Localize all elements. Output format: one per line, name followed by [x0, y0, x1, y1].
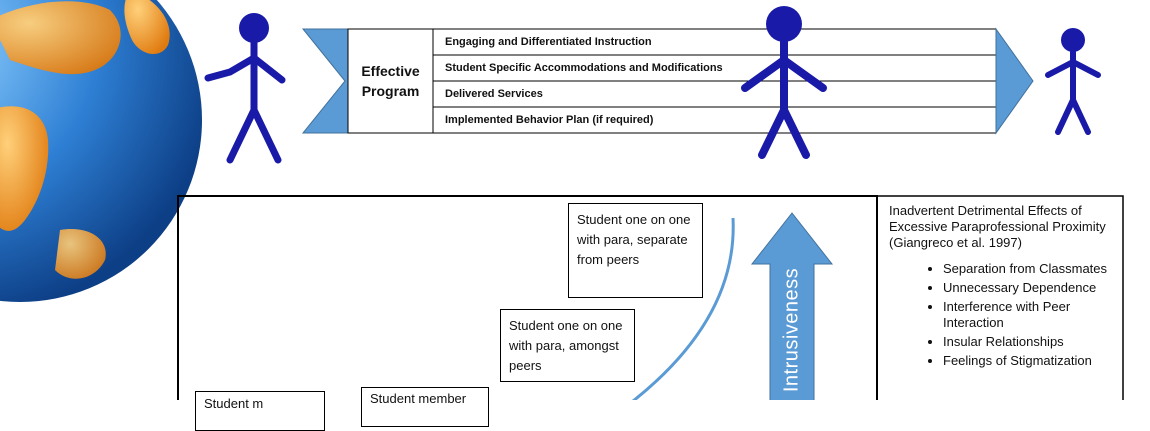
effects-frame	[876, 195, 1124, 400]
program-output-arrow	[995, 27, 1034, 135]
intrusiveness-arrow-icon	[750, 212, 834, 400]
intrusiveness-curve	[631, 217, 735, 400]
level-box-member-left: Student m	[195, 391, 325, 431]
program-row: Engaging and Differentiated Instruction	[445, 36, 652, 48]
effects-item: Interference with Peer Interaction	[943, 299, 1119, 331]
person-left-icon	[204, 13, 286, 164]
program-label: Effective Program	[361, 63, 420, 99]
person-right-icon	[1045, 28, 1101, 135]
effects-item: Insular Relationships	[943, 334, 1119, 350]
program-diagram	[301, 27, 1034, 135]
person-middle-icon	[741, 6, 827, 159]
level-box-member: Student member	[361, 387, 489, 427]
effects-title: Inadvertent Detrimental Effects of Exces…	[889, 203, 1106, 250]
program-row: Delivered Services	[445, 88, 543, 100]
effects-item: Feelings of Stigmatization	[943, 353, 1119, 369]
intrusiveness-diagram	[177, 195, 1124, 400]
program-row: Implemented Behavior Plan (if required)	[445, 114, 654, 126]
effects-item: Separation from Classmates	[943, 261, 1119, 277]
level-box-amongst: Student one on one with para, amongst pe…	[500, 309, 635, 382]
program-row: Student Specific Accommodations and Modi…	[445, 62, 723, 74]
effects-item: Unnecessary Dependence	[943, 280, 1119, 296]
intrusiveness-label: Intrusiveness	[780, 267, 803, 393]
program-row-list: Engaging and Differentiated Instruction …	[433, 29, 996, 133]
globe-illustration	[0, 0, 202, 302]
effects-panel: Inadvertent Detrimental Effects of Exces…	[889, 203, 1119, 372]
effects-list: Separation from Classmates Unnecessary D…	[889, 261, 1119, 369]
program-entry-chevron	[301, 28, 349, 134]
stick-figures	[204, 6, 1101, 164]
level-box-separate: Student one on one with para, separate f…	[568, 203, 703, 298]
globe-icon	[0, 0, 202, 302]
